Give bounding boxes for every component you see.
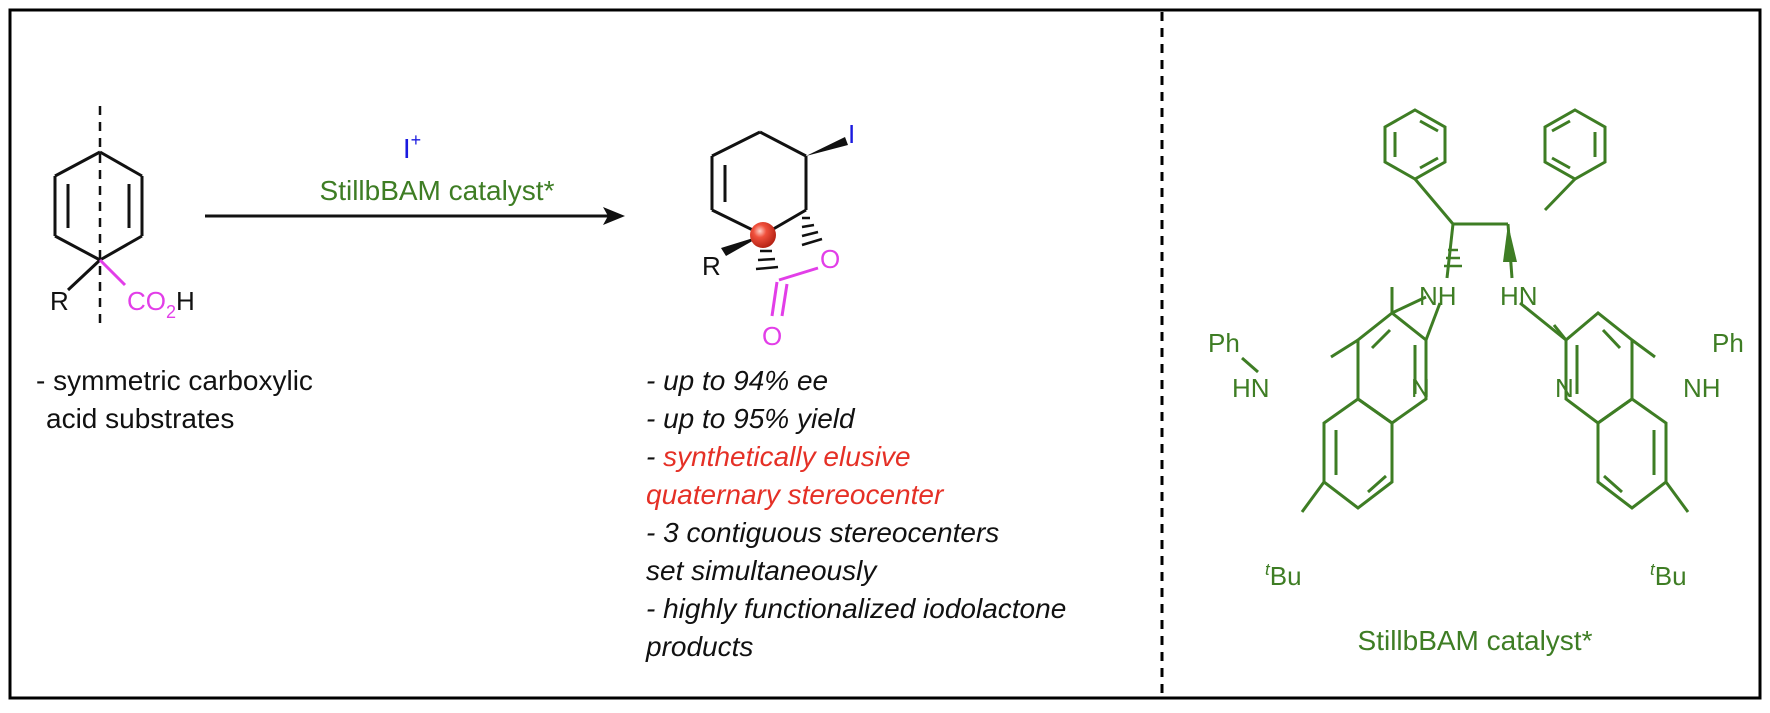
substrate-structure [53,150,144,292]
product-r-label: R [702,251,721,281]
catalyst-ph-left: Ph [1208,328,1240,358]
catalyst-caption: StillbBAM catalyst* [1358,625,1593,656]
bullet-elusive: synthetically elusive [663,441,911,472]
bullet-dash: - [646,441,664,472]
catalyst-hn-left: HN [1232,373,1270,403]
catalyst-labels: NH HN N N HN NH Ph Ph tBu tBu [1208,281,1744,591]
product-iodine-label: I [848,119,855,149]
reaction-arrow-head [603,207,625,225]
reagent-catalyst-label: StillbBAM catalyst* [320,175,555,206]
bullet-stereocenters: - 3 contiguous stereocenters [646,517,1000,548]
bullet-iodolactone-line2: products [646,631,754,662]
catalyst-nh-left: NH [1419,281,1457,311]
bullet-stereocenters-line2: set simultaneously [646,555,877,586]
bullet-yield: - up to 95% yield [646,403,855,434]
catalyst-ph-right: Ph [1712,328,1744,358]
bullet-quaternary-line2: quaternary stereocenter [646,479,944,510]
catalyst-tbu-right: tBu [1650,560,1687,591]
catalyst-n-right: N [1555,373,1574,403]
catalyst-tbu-left: tBu [1265,560,1302,591]
bullet-iodolactone: - highly functionalized iodolactone [646,593,1067,624]
substrate-acid-group: CO2H [127,286,195,322]
bullet-ee: - up to 94% ee [646,365,829,396]
lactone-bonds [770,266,819,317]
catalyst-structure [1241,108,1690,513]
catalyst-n-left: N [1411,373,1430,403]
substrate-note-line2: acid substrates [46,403,235,434]
product-carbonyl-oxygen: O [762,321,782,351]
substrate-r-label: R [50,286,69,316]
product-ring-oxygen: O [820,244,840,274]
iodo-wedge-bond [806,137,848,156]
catalyst-wedge-bond [1503,224,1517,262]
catalyst-stereo-bonds [1444,248,1462,268]
figure-frame [8,8,1762,700]
product-structure [710,130,808,237]
catalyst-hn-right: HN [1500,281,1538,311]
substrate-note-line1: - symmetric carboxylic [36,365,313,396]
quaternary-stereocenter-marker [750,222,776,248]
bullet-quaternary: - synthetically elusive [646,438,911,476]
catalyst-nh-right: NH [1683,373,1721,403]
reagent-iodonium: I+ [403,130,421,164]
